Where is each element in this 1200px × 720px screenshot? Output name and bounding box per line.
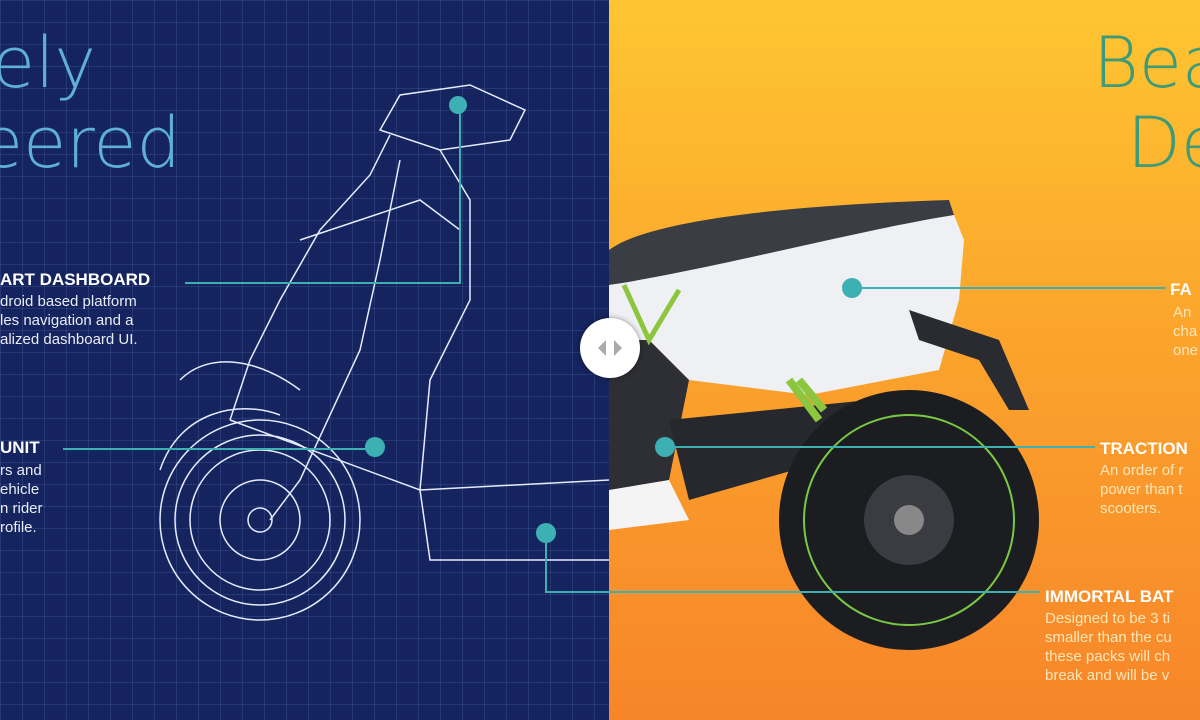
callout-traction-heading: TRACTION: [1100, 439, 1188, 458]
callout-battery-heading: IMMORTAL BAT: [1045, 587, 1174, 606]
callout-unit-text: rs and ehicle n rider rofile.: [0, 461, 43, 537]
text-line: ehicle: [0, 481, 40, 498]
callout-dashboard-heading: ART DASHBOARD: [0, 270, 151, 289]
text-line: scooters.: [1100, 500, 1161, 517]
callout-fast-heading: FA: [1170, 280, 1192, 299]
text-line: rofile.: [0, 519, 37, 536]
text-line: An: [1173, 304, 1192, 321]
text-line: cha: [1173, 323, 1198, 340]
arrow-left-icon: [598, 340, 606, 356]
blueprint-pane: ely eered ART DASHBOARD droid based plat…: [0, 0, 609, 720]
rendered-pane: Bea De FA An cha one TRACTION An order o…: [609, 0, 1200, 720]
left-title-line2: eered: [0, 102, 181, 184]
right-title-line2: De: [1127, 102, 1200, 184]
arrow-right-icon: [614, 340, 622, 356]
callout-unit-heading: UNIT: [0, 438, 40, 457]
callout-dashboard-text: droid based platform les navigation and …: [0, 292, 138, 349]
text-line: one: [1173, 342, 1199, 359]
text-line: Designed to be 3 ti: [1045, 610, 1171, 627]
text-line: these packs will ch: [1045, 648, 1171, 665]
text-line: An order of r: [1100, 462, 1184, 479]
callout-traction-text: An order of r power than t scooters.: [1100, 461, 1183, 518]
text-line: les navigation and a: [0, 312, 134, 329]
callout-battery-text: Designed to be 3 ti smaller than the cu …: [1045, 609, 1172, 685]
scooter-render: [609, 200, 1039, 650]
text-line: rs and: [0, 462, 42, 479]
text-line: n rider: [0, 500, 43, 517]
text-line: break and will be v: [1045, 667, 1170, 684]
left-callout-lines: [63, 96, 609, 593]
callout-fast-text: An cha one: [1173, 303, 1198, 360]
text-line: power than t: [1100, 481, 1183, 498]
right-callout-lines: [609, 278, 1165, 593]
text-line: alized dashboard UI.: [0, 331, 138, 348]
text-line: droid based platform: [0, 293, 137, 310]
comparison-slider-handle[interactable]: [580, 318, 640, 378]
left-title-line1: ely: [0, 22, 96, 104]
right-title-line1: Bea: [1093, 22, 1200, 104]
text-line: smaller than the cu: [1045, 629, 1172, 646]
